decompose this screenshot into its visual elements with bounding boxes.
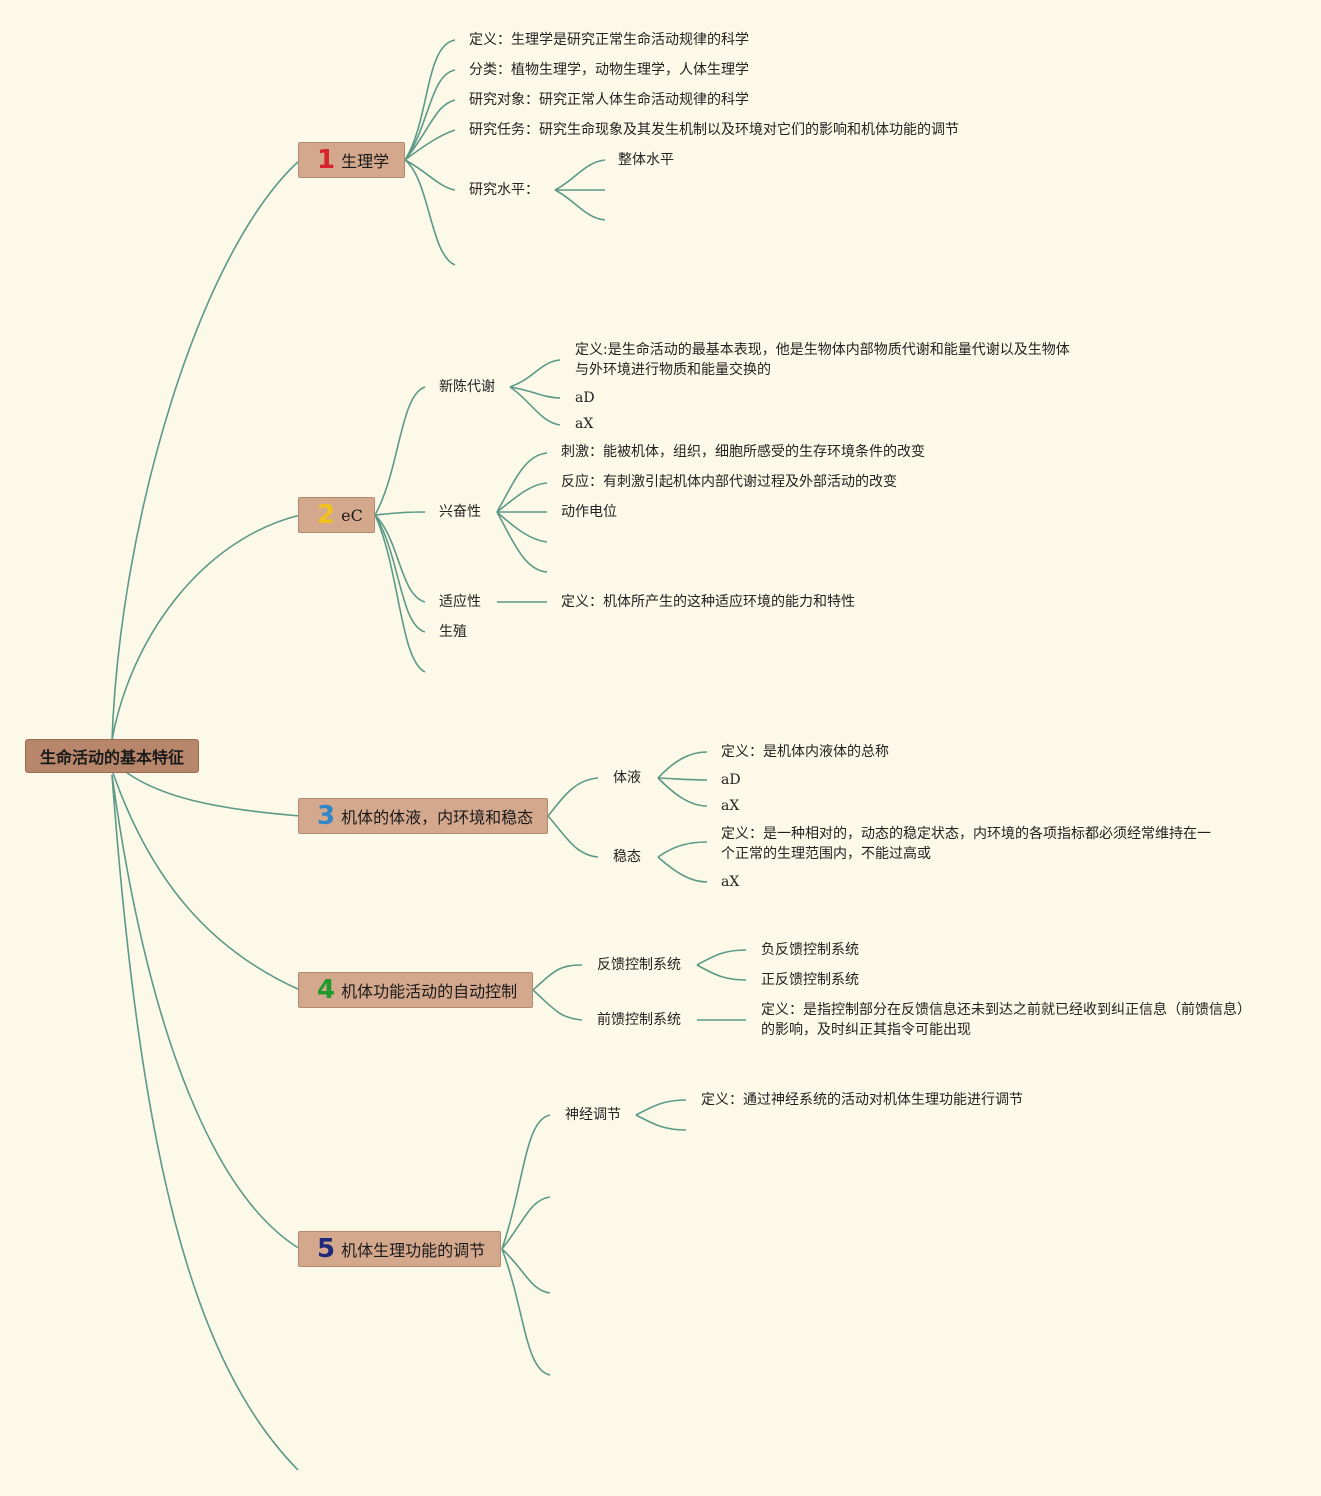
node-negative-feedback[interactable]: 负反馈控制系统: [761, 942, 859, 958]
topic-5-label: 机体生理功能的调节: [341, 1241, 486, 1260]
topic-number-2: 2: [317, 500, 336, 530]
node-metabolism-ad[interactable]: aD: [575, 390, 595, 406]
topic-4-label: 机体功能活动的自动控制: [341, 982, 518, 1001]
topic-2-label: eC: [341, 505, 363, 525]
node-body-fluid[interactable]: 体液: [613, 770, 641, 786]
topic-1-node[interactable]: 1 生理学: [298, 142, 405, 178]
node-excitability[interactable]: 兴奋性: [439, 504, 481, 520]
topic-3-label: 机体的体液，内环境和稳态: [341, 808, 534, 827]
topic-2-node[interactable]: 2 eC: [298, 497, 375, 533]
node-neural-regulation[interactable]: 神经调节: [565, 1107, 621, 1123]
topic-number-5: 5: [317, 1234, 336, 1264]
node-response[interactable]: 反应：有刺激引起机体内部代谢过程及外部活动的改变: [561, 474, 897, 490]
node-homeostasis[interactable]: 稳态: [613, 849, 641, 865]
node-reproduction[interactable]: 生殖: [439, 624, 467, 640]
node-physiology-classification[interactable]: 分类：植物生理学，动物生理学，人体生理学: [469, 62, 749, 78]
node-action-potential[interactable]: 动作电位: [561, 504, 617, 520]
topic-4-node[interactable]: 4 机体功能活动的自动控制: [298, 972, 533, 1008]
node-physiology-definition[interactable]: 定义：生理学是研究正常生命活动规律的科学: [469, 32, 749, 48]
node-feedforward-system[interactable]: 前馈控制系统: [597, 1012, 681, 1028]
node-feedforward-definition-line2: 的影响，及时纠正其指令可能出现: [761, 1022, 971, 1038]
root-label: 生命活动的基本特征: [39, 748, 184, 767]
topic-number-3: 3: [317, 801, 336, 831]
node-homeostasis-definition-line1[interactable]: 定义：是一种相对的，动态的稳定状态，内环境的各项指标都必须经常维持在一: [721, 826, 1211, 842]
topic-number-4: 4: [317, 975, 336, 1005]
node-metabolism-ax[interactable]: aX: [575, 416, 594, 432]
node-feedforward-definition-line1[interactable]: 定义：是指控制部分在反馈信息还未到达之前就已经收到纠正信息（前馈信息）: [761, 1002, 1251, 1018]
topic-3-node[interactable]: 3 机体的体液，内环境和稳态: [298, 798, 548, 834]
node-body-fluid-definition[interactable]: 定义：是机体内液体的总称: [721, 744, 889, 760]
node-body-fluid-ax[interactable]: aX: [721, 798, 740, 814]
topic-1-label: 生理学: [341, 152, 390, 171]
node-physiology-task[interactable]: 研究任务：研究生命现象及其发生机制以及环境对它们的影响和机体功能的调节: [469, 122, 959, 138]
node-homeostasis-definition-line2: 个正常的生理范围内，不能过高或: [721, 846, 931, 862]
node-metabolism-definition-line1[interactable]: 定义:是生命活动的最基本表现，他是生物体内部物质代谢和能量代谢以及生物体: [575, 342, 1070, 358]
node-body-fluid-ad[interactable]: aD: [721, 772, 741, 788]
node-physiology-object[interactable]: 研究对象：研究正常人体生命活动规律的科学: [469, 92, 749, 108]
node-adaptability[interactable]: 适应性: [439, 594, 481, 610]
node-metabolism[interactable]: 新陈代谢: [439, 379, 495, 395]
node-positive-feedback[interactable]: 正反馈控制系统: [761, 972, 859, 988]
node-whole-level[interactable]: 整体水平: [618, 152, 674, 168]
node-metabolism-definition-line2: 与外环境进行物质和能量交换的: [575, 362, 771, 378]
root-topic[interactable]: 生命活动的基本特征: [25, 739, 199, 773]
node-adaptability-definition[interactable]: 定义：机体所产生的这种适应环境的能力和特性: [561, 594, 855, 610]
node-feedback-system[interactable]: 反馈控制系统: [597, 957, 681, 973]
node-homeostasis-ax[interactable]: aX: [721, 874, 740, 890]
topic-number-1: 1: [317, 145, 336, 175]
node-neural-regulation-definition[interactable]: 定义：通过神经系统的活动对机体生理功能进行调节: [701, 1092, 1023, 1108]
node-stimulus[interactable]: 刺激：能被机体，组织，细胞所感受的生存环境条件的改变: [561, 444, 925, 460]
node-physiology-level[interactable]: 研究水平：: [469, 182, 539, 198]
topic-5-node[interactable]: 5 机体生理功能的调节: [298, 1231, 501, 1267]
